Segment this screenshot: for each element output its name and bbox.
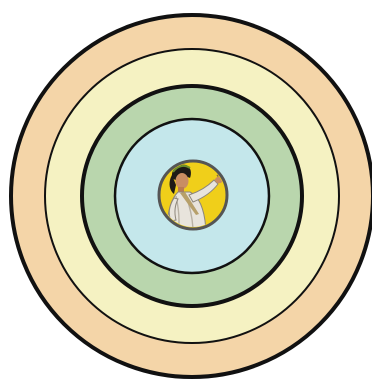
concentric-circles-svg: [0, 0, 372, 379]
concentric-circle-diagram: [0, 0, 372, 379]
